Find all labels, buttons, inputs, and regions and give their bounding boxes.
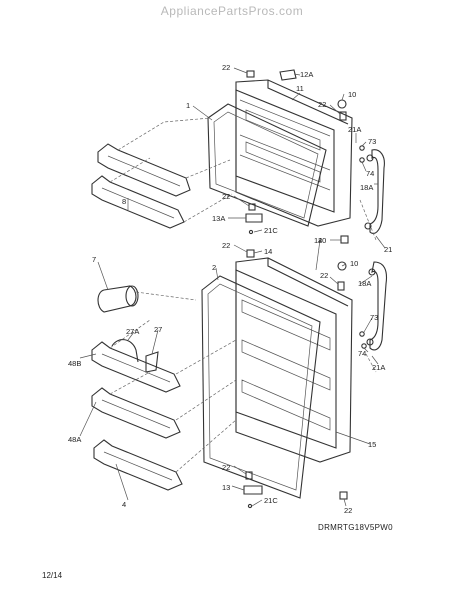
callout-73: 73 [370,313,378,322]
callout-18a: 18A [360,183,373,192]
callout-10: 10 [348,90,356,99]
cap-icon [337,261,347,271]
freezer-door-gasket [207,103,327,227]
callout-21a: 21A [348,125,361,134]
callout-21a: 21A [372,363,385,372]
projection-lines-upper [109,117,377,241]
page-number: 12/14 [42,571,63,580]
callout-21c: 21C [264,496,278,505]
projection-lines-lower [109,291,377,473]
callout-1: 1 [186,101,190,110]
callout-14: 14 [314,236,322,245]
callout-15: 15 [368,440,376,449]
hinge-pin-top [246,70,255,78]
fresh-food-door-gasket [201,275,321,499]
callout-48a: 48A [68,435,81,444]
callout-22: 22 [222,241,230,250]
callout-48b: 48B [68,359,81,368]
callout-14: 14 [264,247,272,256]
callout-2: 2 [212,263,216,272]
callout-74: 74 [358,349,366,358]
callout-22: 22 [320,271,328,280]
dairy-cylinder [97,285,137,313]
callout-22: 22 [222,463,230,472]
egg-tray-handle [111,339,139,363]
callout-22: 22 [222,192,230,201]
callout-21c: 21C [264,226,278,235]
callout-11: 11 [296,84,304,93]
callout-22: 22 [344,506,352,515]
callout-4: 4 [122,500,126,509]
lower-hinge-13a [245,213,263,223]
callout-18a: 18A [358,279,371,288]
callout-27: 27 [154,325,162,334]
callout-21: 21 [384,245,392,254]
callout-73: 73 [368,137,376,146]
freezer-door-shelves [91,143,191,229]
callout-20: 20 [318,236,326,245]
callout-22: 22 [318,100,326,109]
callout-12a: 12A [300,70,313,79]
egg-tray-clip [145,351,159,373]
callout-13: 13 [222,483,230,492]
callout-27a: 27A [126,327,139,336]
fresh-food-door-handle [369,261,388,351]
callout-labels: 22 12A 11 1 22 10 21A 73 74 18A 8 22 13A… [68,63,392,515]
fresh-food-door-assembly [201,249,388,509]
fresh-food-accessories [91,285,183,491]
callout-74: 74 [366,169,374,178]
bottom-hinge-13 [243,485,263,495]
callout-10: 10 [350,259,358,268]
leader-lines [79,67,386,507]
callout-7: 7 [92,255,96,264]
callout-22: 22 [222,63,230,72]
callout-8: 8 [122,197,126,206]
site-watermark: AppliancePartsPros.com [160,4,304,18]
diagram-model-code: DRMRTG18V5PW0 [318,523,393,532]
cap-icon [337,99,347,109]
callout-13a: 13A [212,214,225,223]
